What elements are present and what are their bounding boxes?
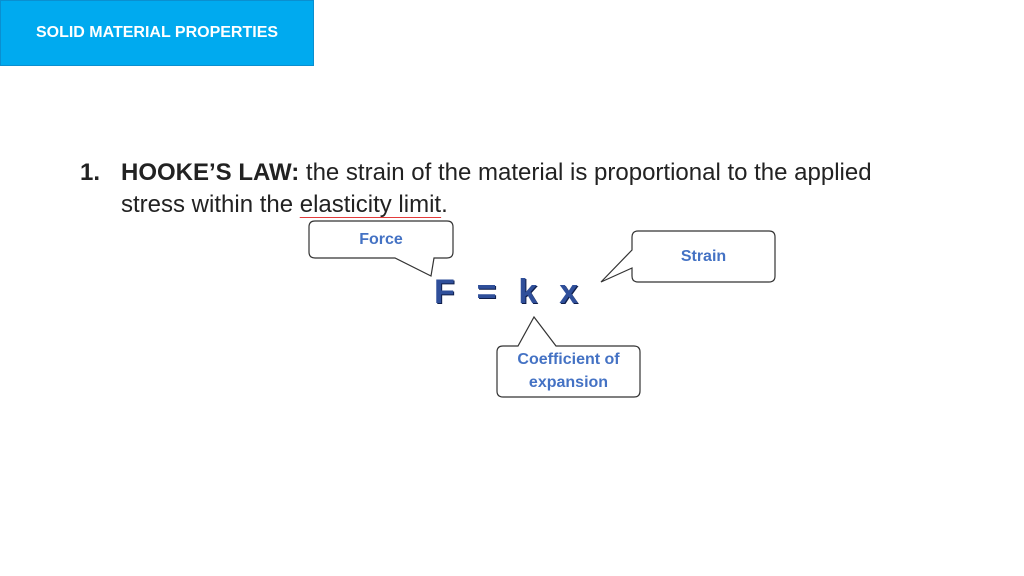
strain-callout-label: Strain <box>680 248 727 265</box>
coefficient-callout-label-line1: Coefficient of <box>517 351 620 368</box>
point-text-after: . <box>441 191 448 218</box>
force-callout-bubble <box>308 220 454 277</box>
section-header-tab: SOLID MATERIAL PROPERTIES <box>0 0 314 66</box>
point-text-before: the strain of the material is proportion… <box>121 159 872 218</box>
force-callout-label: Force <box>359 231 403 248</box>
coefficient-callout-label-line2: expansion <box>528 374 609 391</box>
strain-callout-bubble <box>600 230 776 283</box>
hookes-law-point: 1. HOOKE’S LAW: the strain of the materi… <box>80 157 920 221</box>
point-heading: HOOKE’S LAW: <box>121 159 300 186</box>
underlined-phrase: elasticity limit <box>299 191 442 218</box>
point-number: 1. <box>80 159 101 186</box>
point-text: HOOKE’S LAW: the strain of the material … <box>121 157 920 221</box>
hookes-law-formula: F = k x <box>434 273 580 311</box>
section-header-title: SOLID MATERIAL PROPERTIES <box>35 24 279 41</box>
coefficient-callout-bubble <box>496 315 641 398</box>
